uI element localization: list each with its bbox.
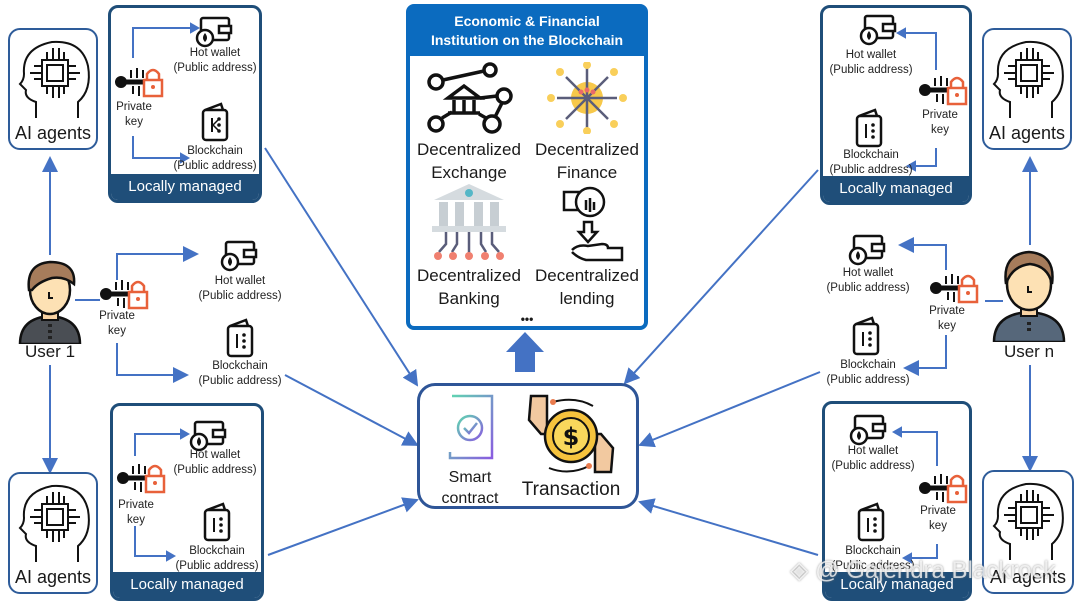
smart-contract-icon [444, 394, 496, 460]
ai-agent-bottom-left[interactable]: AI agents [8, 472, 98, 594]
private-key-lock-icon [917, 72, 969, 113]
ai-head-chip-icon [18, 484, 90, 562]
econ-item-banking: Decentralized Banking [410, 182, 528, 310]
arrow-bottomright-to-center [638, 498, 819, 556]
blockchain-wallet-icon [853, 108, 885, 153]
smart-contract-transaction-panel: Smart contract $ Transaction [417, 383, 639, 509]
private-key-lock-icon [917, 470, 969, 511]
hot-wallet-label: Hot wallet(Public address) [829, 49, 913, 76]
internal-arrows [895, 27, 937, 172]
user-n-avatar[interactable] [990, 248, 1068, 344]
smart-contract-item: Smart contract [432, 392, 508, 509]
blockchain-label: Blockchain(Public address) [826, 359, 910, 386]
private-key-lock-icon [928, 270, 980, 311]
internal-arrows [891, 426, 938, 564]
hot-wallet-label: Hot wallet(Public address) [198, 275, 282, 302]
blockchain-label: Blockchain(Public address) [831, 545, 915, 572]
more-ellipsis: ••• [520, 312, 534, 326]
ai-agent-bottom-right[interactable]: AI agents [982, 470, 1074, 594]
diamond-logo-icon: ◈ [790, 557, 816, 584]
blockchain-label: Blockchain(Public address) [173, 145, 257, 172]
arrow-key-to-blockchain-mid-left [116, 343, 189, 383]
lending-hand-icon [562, 186, 624, 262]
ai-head-chip-icon [18, 40, 90, 118]
hot-wallet-label: Hot wallet(Public address) [831, 445, 915, 472]
hot-wallet-icon [857, 12, 897, 51]
bank-circuit-icon [432, 184, 506, 260]
econ-item-exchange: Decentralized Exchange [410, 62, 528, 184]
blockchain-label: Blockchain(Public address) [198, 360, 282, 387]
exchange-network-icon [427, 62, 513, 134]
transaction-coin-hands-icon: $ [527, 394, 615, 474]
blockchain-wallet-icon [855, 502, 887, 547]
hot-wallet-icon [847, 412, 887, 451]
arrow-topleft-to-center [264, 147, 419, 387]
user-avatar-icon [992, 250, 1066, 344]
ai-agent-top-left[interactable]: AI agents [8, 28, 98, 150]
blockchain-wallet-icon [224, 318, 256, 363]
arrow-midleft-to-center [284, 374, 419, 446]
blockchain-label: Blockchain(Public address) [175, 545, 259, 572]
user-1-avatar[interactable] [14, 256, 86, 346]
ai-agent-top-right[interactable]: AI agents [982, 28, 1072, 150]
blockchain-label: Blockchain(Public address) [829, 149, 913, 176]
hot-wallet-icon [193, 14, 233, 53]
private-key-lock-icon [115, 460, 167, 501]
locally-managed-label: Locally managed [111, 174, 259, 200]
arrow-bottomleft-to-center [267, 497, 419, 556]
econ-item-finance: Decentralized Finance [528, 61, 646, 184]
internal-arrows [132, 22, 201, 164]
arrow-midright-to-center [638, 371, 821, 448]
econ-item-lending: Decentralized lending [528, 182, 646, 310]
blockchain-wallet-icon [850, 316, 882, 361]
internal-arrows [134, 428, 191, 562]
big-up-arrow [506, 332, 544, 372]
economic-institution-panel: Economic & Financial Institution on the … [406, 4, 648, 330]
ai-head-chip-icon [992, 40, 1064, 118]
hot-wallet-label: Hot wallet(Public address) [826, 267, 910, 294]
defi-burst-icon [547, 61, 627, 135]
private-key-lock-icon [98, 276, 150, 317]
transaction-item: $ Transaction [516, 390, 626, 501]
user-n-label: User n [1003, 342, 1055, 361]
econ-panel-title: Economic & Financial Institution on the … [410, 8, 644, 56]
blockchain-wallet-icon [201, 502, 233, 547]
svg-text:$: $ [563, 423, 580, 451]
locally-managed-label: Locally managed [113, 572, 261, 598]
ai-head-chip-icon [992, 482, 1064, 560]
user-avatar-icon [18, 260, 82, 346]
hot-wallet-icon [187, 418, 227, 457]
locally-managed-label: Locally managed [823, 176, 969, 202]
user-1-label: User 1 [24, 342, 76, 361]
hot-wallet-icon [218, 238, 258, 277]
hot-wallet-icon [846, 232, 886, 271]
hot-wallet-label: Hot wallet(Public address) [173, 449, 257, 476]
arrow-topright-to-center [623, 169, 819, 385]
blockchain-wallet-icon [199, 102, 231, 147]
watermark: ◈ @ Gajendra Blackrock [790, 557, 1056, 584]
hot-wallet-label: Hot wallet(Public address) [173, 47, 257, 74]
locally-managed-label: Locally managed [825, 572, 969, 598]
private-key-lock-icon [113, 64, 165, 105]
